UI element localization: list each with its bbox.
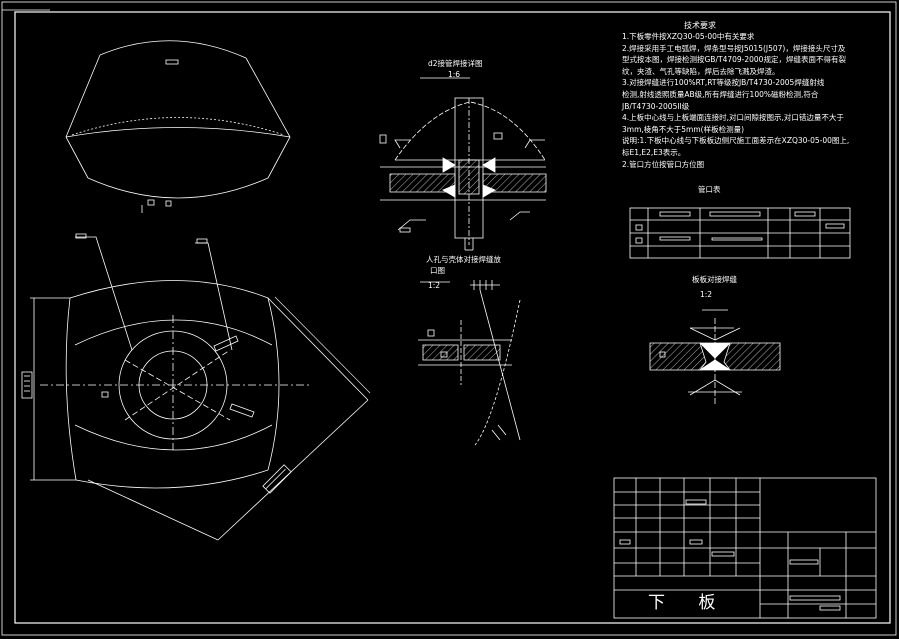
tech-requirement-line: 检测,射线透照质量AB级,所有焊缝进行100%磁粉检测,符合 xyxy=(622,89,819,99)
plate-butt-weld xyxy=(649,309,781,405)
title-block xyxy=(613,477,877,619)
tech-requirement-line: 3.对接焊缝进行100%RT,RT等级按JB/T4730-2005焊缝射线 xyxy=(622,78,825,88)
plate-plan-view xyxy=(21,233,371,541)
manhole-detail-scale: 1:2 xyxy=(428,281,441,290)
plate-top-view xyxy=(65,40,291,213)
manhole-detail-title-2: 口图 xyxy=(430,266,445,275)
part-name: 下 板 xyxy=(648,593,730,613)
tech-requirement-line: 2.管口方位按管口方位图 xyxy=(622,159,705,169)
plate-weld-title: 板板对接焊缝 xyxy=(692,275,737,284)
tech-requirement-line: 纹，夹渣、气孔等缺陷，焊后去除飞溅及焊渣。 xyxy=(622,66,780,76)
d2-detail-title: d2接管焊接详图 xyxy=(428,59,483,68)
tech-requirement-line: 4.上板中心线与上板端面连接时,对口间隙按图示,对口错边量不大于 xyxy=(622,113,844,123)
tech-requirement-line: 说明:1.下板中心线与下板板边侧尺施工面差示在XZQ30-05-00图上, xyxy=(622,136,850,146)
manhole-weld-detail xyxy=(418,280,521,446)
plate-weld-scale: 1:2 xyxy=(700,290,713,299)
tech-requirement-line: 型式按本图，焊接检测按GB/T4709-2000规定，焊缝表面不得有裂 xyxy=(622,55,846,65)
nozzle-table-title: 管口表 xyxy=(698,185,721,194)
nozzle-table xyxy=(629,207,851,259)
tech-requirement-line: 1.下板零件按XZQ30-05-00中有关要求 xyxy=(622,32,755,41)
manhole-detail-title: 人孔与壳体对接焊缝放 xyxy=(426,255,501,264)
tech-requirement-line: JB/T4730-2005II级 xyxy=(622,101,690,111)
tech-requirements-notes: 1.下板零件按XZQ30-05-00中有关要求 2.焊接采用手工电弧焊，焊条型号按… xyxy=(622,31,887,170)
tech-requirements-title: 技术要求 xyxy=(684,21,716,30)
d2-weld-detail xyxy=(379,77,547,251)
tech-requirement-line: 2.焊接采用手工电弧焊，焊条型号按J5015(J507)，焊接接头尺寸及 xyxy=(622,43,846,53)
d2-detail-scale: 1:6 xyxy=(448,70,461,79)
tech-requirement-line: 标E1,E2,E3表示。 xyxy=(622,147,686,157)
inner-border xyxy=(14,11,891,624)
tech-requirement-line: 3mm,棱角不大于5mm(样板检测量) xyxy=(622,124,745,134)
